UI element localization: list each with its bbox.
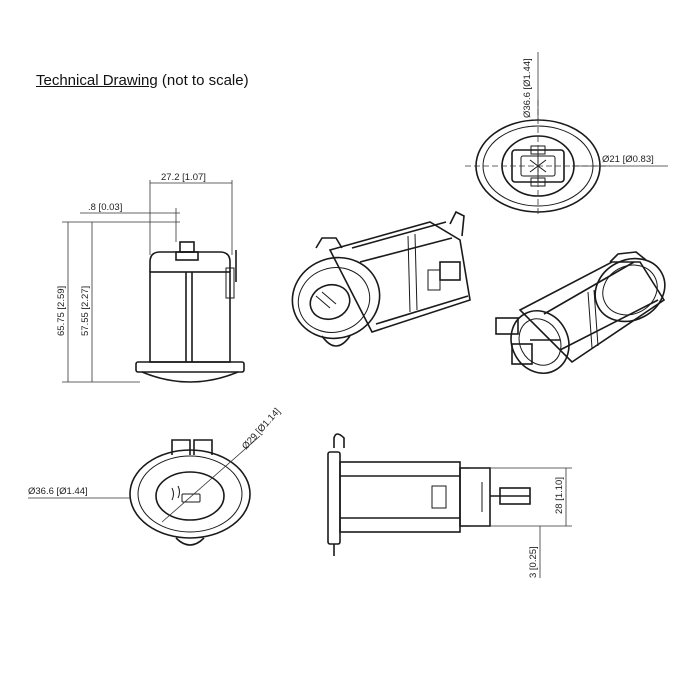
front-view: [28, 435, 261, 546]
side-profile-view: [327, 433, 572, 578]
front-inner-diameter-label: Ø29 [Ø1.14]: [240, 406, 283, 452]
rear-outer-diameter-label: Ø36.6 [Ø1.44]: [522, 58, 533, 118]
drawing-title-main: Technical Drawing: [36, 72, 158, 89]
isometric-view-right: [495, 251, 666, 374]
rear-view: [465, 52, 668, 215]
rear-inner-diameter-label: Ø21 [Ø0.83]: [602, 154, 654, 165]
flange-thickness-label: .8 [0.03]: [88, 202, 122, 213]
side-height-label: 28 [1.10]: [554, 477, 565, 514]
drawing-title: Technical Drawing (not to scale): [36, 72, 249, 89]
isometric-view-left: [291, 210, 471, 347]
width-dimension-label: 27.2 [1.07]: [161, 172, 206, 183]
front-outer-diameter-label: Ø36.6 [Ø1.44]: [28, 486, 88, 497]
side-view: [62, 180, 245, 383]
side-offset-label: 3 [0.25]: [528, 546, 539, 578]
body-height-label: 57.55 [2.27]: [80, 286, 91, 336]
drawing-title-suffix: (not to scale): [157, 72, 249, 89]
total-height-label: 65.75 [2.59]: [56, 286, 67, 336]
